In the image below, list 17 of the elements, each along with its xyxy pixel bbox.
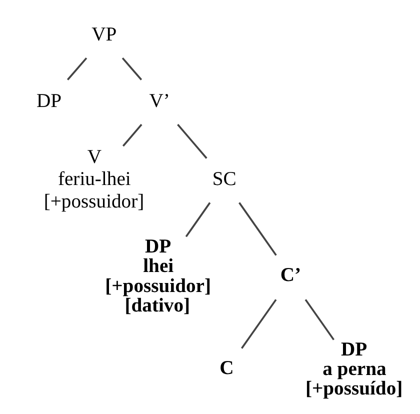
connector: [238, 202, 276, 256]
connector: [121, 56, 142, 80]
node-text: V’: [148, 90, 170, 112]
node-text: SC: [212, 168, 236, 190]
connector: [122, 123, 142, 146]
node-text: DP: [36, 90, 62, 112]
connector: [240, 298, 276, 348]
node-text: V feriu-lhei [+possuidor]: [43, 146, 144, 212]
connector: [184, 202, 210, 237]
node-text: C: [219, 357, 234, 378]
node-text: C’: [280, 264, 301, 286]
connector: [176, 123, 207, 158]
connector: [304, 298, 334, 340]
node-text: DP a perna [+possuído]: [304, 339, 402, 400]
connector: [66, 56, 87, 80]
node-text: DP lhei [+possuidor] [dativo]: [104, 236, 211, 316]
node-text: VP: [91, 24, 116, 46]
